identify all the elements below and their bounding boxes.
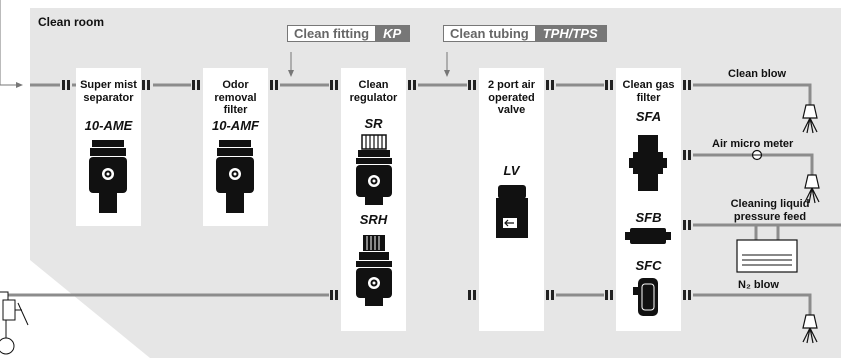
- clean-room-title: Clean room: [38, 15, 105, 29]
- srh-regulator-icon: [356, 235, 392, 306]
- clean-room-area: [30, 8, 841, 358]
- unit-label-gas-filter: Clean gas filter: [622, 79, 675, 104]
- tag-clean-fitting: Clean fitting KP: [287, 25, 411, 42]
- inlet-line: [0, 0, 23, 88]
- super-mist-separator-icon: [89, 140, 127, 213]
- unit-label-super-mist: Super mist separator: [80, 79, 137, 104]
- tag-clean-tubing: Clean tubing TPH/TPS: [443, 25, 607, 42]
- sfa-filter-icon: [629, 135, 667, 191]
- model-srh: SRH: [359, 212, 388, 227]
- n2-source-icon: [0, 291, 29, 355]
- tag-clean-fitting-text: Clean fitting: [294, 26, 370, 41]
- lv-valve-icon: [496, 185, 528, 238]
- tag-clean-fitting-code: KP: [375, 26, 410, 41]
- unit-label-valve: 2 port air operated valve: [487, 79, 536, 116]
- odor-removal-filter-icon: [216, 140, 254, 213]
- micro-meter-icon: [751, 149, 763, 161]
- sr-regulator-icon: [356, 134, 392, 205]
- liquid-tank-icon: [736, 239, 798, 273]
- model-sfb: SFB: [635, 210, 662, 225]
- output-n2-blow: N₂ blow: [738, 279, 779, 291]
- output-clean-blow: Clean blow: [728, 68, 787, 80]
- output-cleaning-liquid: Cleaning liquid pressure feed: [730, 198, 810, 223]
- tag-clean-tubing-text: Clean tubing: [450, 26, 529, 41]
- unit-label-odor-filter: Odor removal filter: [214, 79, 257, 116]
- tag-clean-tubing-code: TPH/TPS: [534, 26, 606, 41]
- model-sfc: SFC: [635, 258, 662, 273]
- model-10-ame: 10-AME: [84, 118, 133, 133]
- model-10-amf: 10-AMF: [212, 118, 259, 133]
- unit-label-regulator: Clean regulator: [349, 79, 398, 104]
- nozzle-icons: [802, 104, 820, 344]
- model-sr: SR: [364, 116, 383, 131]
- output-air-micro-meter: Air micro meter: [712, 138, 794, 150]
- sfb-filter-icon: [625, 228, 671, 244]
- model-sfa: SFA: [635, 109, 662, 124]
- model-lv: LV: [503, 163, 520, 178]
- sfc-filter-icon: [633, 278, 658, 316]
